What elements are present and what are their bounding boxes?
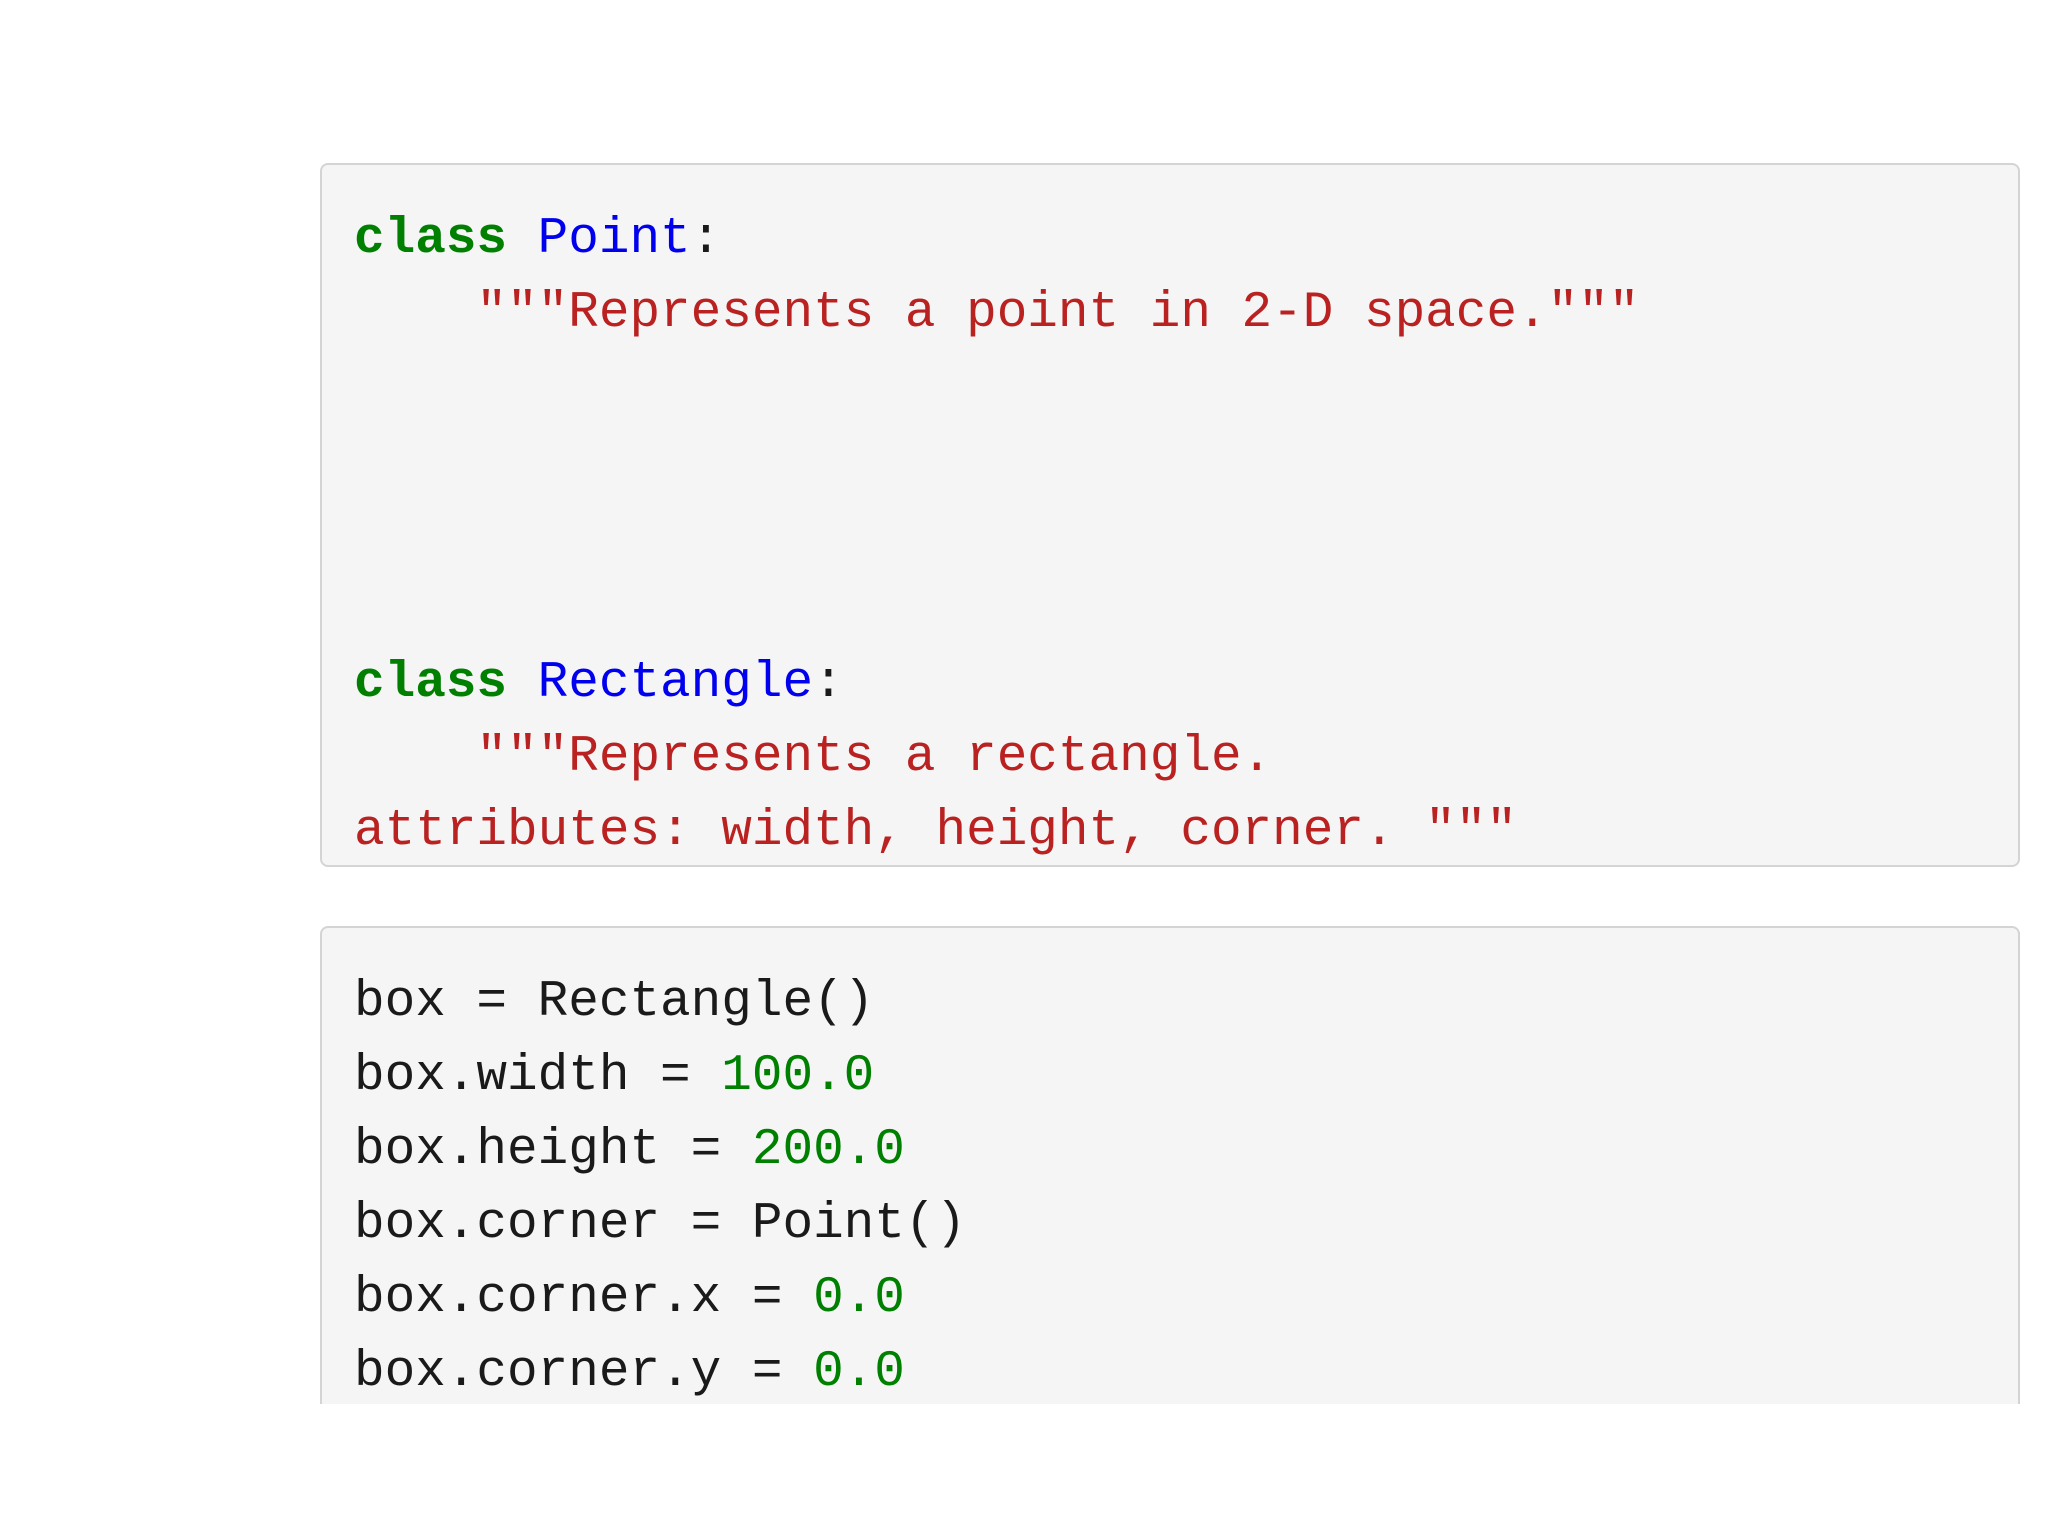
code-line: """Represents a point in 2-D space.""" — [354, 285, 1639, 342]
code-line — [354, 499, 2018, 573]
code-token-plain — [507, 655, 538, 712]
code-token-classname: Rectangle — [537, 655, 814, 712]
code-line: box.corner.y = 0.0 — [354, 1344, 905, 1401]
code-content-class-definitions[interactable]: class Point: """Represents a point in 2-… — [354, 203, 2018, 865]
code-token-plain: box.corner.y = — [354, 1344, 814, 1401]
code-line: box.corner = Point() — [354, 1196, 966, 1253]
code-token-number: 0.0 — [813, 1344, 905, 1401]
code-token-plain: box.corner.x = — [354, 1270, 814, 1327]
code-line: box = Rectangle() — [354, 974, 874, 1031]
code-token-punct: : — [690, 211, 722, 268]
code-token-number: 0.0 — [813, 1270, 905, 1327]
code-token-plain: box = Rectangle() — [354, 974, 875, 1031]
code-token-string: """Represents a rectangle. — [476, 729, 1273, 786]
code-token-punct: : — [813, 655, 844, 712]
code-token-plain — [354, 729, 476, 786]
code-token-plain: box.width = — [354, 1048, 722, 1105]
code-block-class-definitions[interactable]: class Point: """Represents a point in 2-… — [320, 163, 2020, 867]
code-token-plain: box.height = — [354, 1122, 752, 1179]
code-token-plain — [354, 285, 476, 342]
code-line: attributes: width, height, corner. """ — [354, 803, 1517, 860]
code-content-object-instantiation[interactable]: box = Rectangle() box.width = 100.0 box.… — [354, 966, 2018, 1404]
code-line: box.width = 100.0 — [354, 1048, 874, 1105]
code-line: box.corner.x = 0.0 — [354, 1270, 905, 1327]
code-line: class Point: — [354, 211, 721, 268]
code-line: """Represents a rectangle. — [354, 729, 1272, 786]
code-block-object-instantiation[interactable]: box = Rectangle() box.width = 100.0 box.… — [320, 926, 2020, 1404]
code-token-keyword: class — [354, 655, 508, 712]
code-token-plain — [507, 211, 538, 268]
code-token-keyword: class — [354, 211, 508, 268]
code-line — [354, 351, 2018, 425]
code-token-plain: box.corner = Point() — [354, 1196, 967, 1253]
code-line: box.height = 200.0 — [354, 1122, 905, 1179]
code-line: class Rectangle: — [354, 655, 844, 712]
code-token-string: """Represents a point in 2-D space.""" — [476, 285, 1640, 342]
code-token-number: 100.0 — [721, 1048, 875, 1105]
code-token-classname: Point — [537, 211, 691, 268]
code-token-number: 200.0 — [751, 1122, 905, 1179]
code-token-string: attributes: width, height, corner. """ — [354, 803, 1517, 860]
